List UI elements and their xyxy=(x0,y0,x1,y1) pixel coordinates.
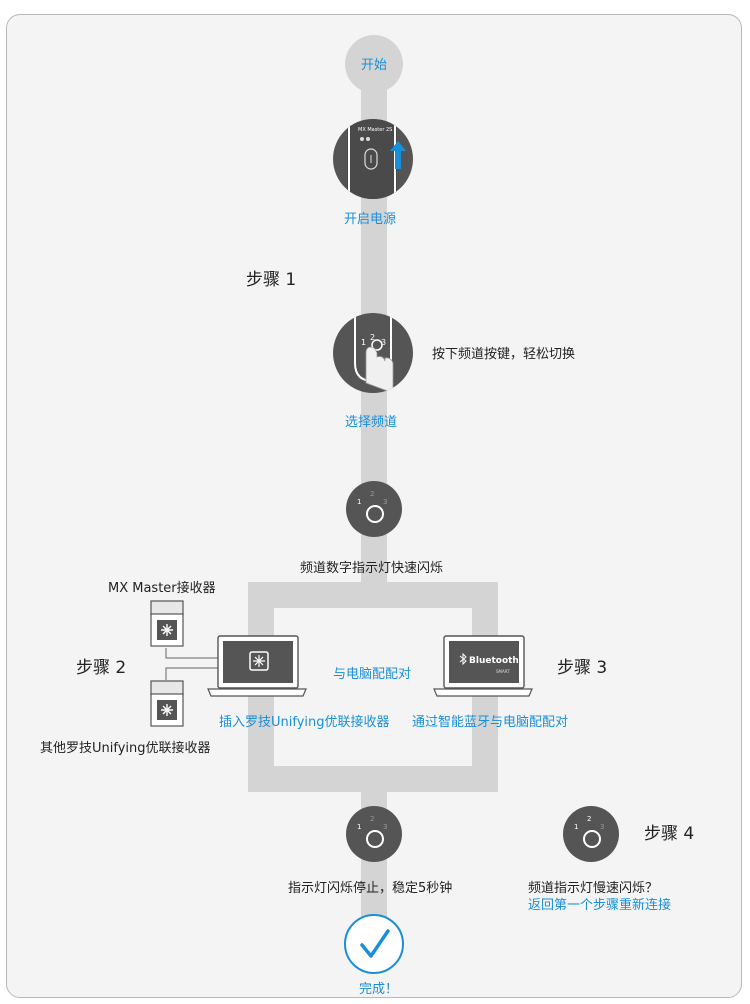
checkmark-icon xyxy=(360,929,390,958)
fast-ch1: 1 xyxy=(357,498,362,506)
slow-ch3: 3 xyxy=(600,823,605,831)
bluetooth-label: 通过智能蓝牙与电脑配配对 xyxy=(412,715,569,730)
done-label: 完成！ xyxy=(359,982,399,997)
step3-title: 步骤 3 xyxy=(557,658,608,678)
bluetooth-text: Bluetooth xyxy=(469,656,519,666)
fast-ch3: 3 xyxy=(383,498,388,506)
channel-indicator-icon xyxy=(366,830,384,848)
step1-title: 步骤 1 xyxy=(246,270,297,290)
step2-title: 步骤 2 xyxy=(76,658,127,678)
indicator-fast-node xyxy=(346,481,402,537)
step4-title: 步骤 4 xyxy=(644,824,695,844)
slow-ch1: 1 xyxy=(574,823,579,831)
split-bar-top xyxy=(248,582,498,608)
power-label: 开启电源 xyxy=(344,212,397,227)
channel-indicator-icon xyxy=(366,505,384,523)
bluetooth-sub: SMART xyxy=(496,669,510,674)
mx-receiver-icon xyxy=(150,600,184,647)
device-model-text: MX Master 2S xyxy=(358,127,393,133)
receiver-connector-lines xyxy=(165,648,221,680)
power-switch-icon xyxy=(347,119,406,199)
step1-ch3: 3 xyxy=(381,338,387,347)
bluetooth-laptop-icon xyxy=(433,635,533,697)
unifying-laptop-label: 插入罗技Unifying优联接收器 xyxy=(219,715,390,730)
channel-button-node xyxy=(333,313,413,393)
indicator-stable-node xyxy=(346,806,402,862)
power-node xyxy=(333,119,413,199)
channel-indicator-icon xyxy=(583,830,601,848)
indicator-fast-label: 频道数字指示灯快速闪烁 xyxy=(300,561,444,576)
stable-ch3: 3 xyxy=(383,823,388,831)
step4-retry: 返回第一个步骤重新连接 xyxy=(528,898,672,913)
slow-ch2: 2 xyxy=(587,815,592,823)
stable-ch2: 2 xyxy=(370,815,375,823)
start-node xyxy=(345,35,403,93)
step1-action: 按下频道按键，轻松切换 xyxy=(432,347,576,362)
fast-ch2: 2 xyxy=(370,490,375,498)
start-label: 开始 xyxy=(360,58,387,73)
receiver-bottom-label: 其他罗技Unifying优联接收器 xyxy=(40,741,211,756)
step1-ch1: 1 xyxy=(361,338,367,347)
unifying-receiver-icon xyxy=(150,680,184,727)
unifying-laptop-icon xyxy=(207,635,307,697)
pair-label: 与电脑配配对 xyxy=(333,667,412,682)
stable-ch1: 1 xyxy=(357,823,362,831)
step4-question: 频道指示灯慢速闪烁？ xyxy=(528,881,659,896)
indicator-slow-node xyxy=(563,806,619,862)
step1-ch2: 2 xyxy=(370,333,376,342)
done-node xyxy=(344,914,404,974)
finger-press-icon xyxy=(354,313,394,393)
step1-label: 选择频道 xyxy=(345,415,398,430)
receiver-top-label: MX Master接收器 xyxy=(108,581,216,596)
indicator-stable-label: 指示灯闪烁停止，稳定5秒钟 xyxy=(288,881,453,896)
